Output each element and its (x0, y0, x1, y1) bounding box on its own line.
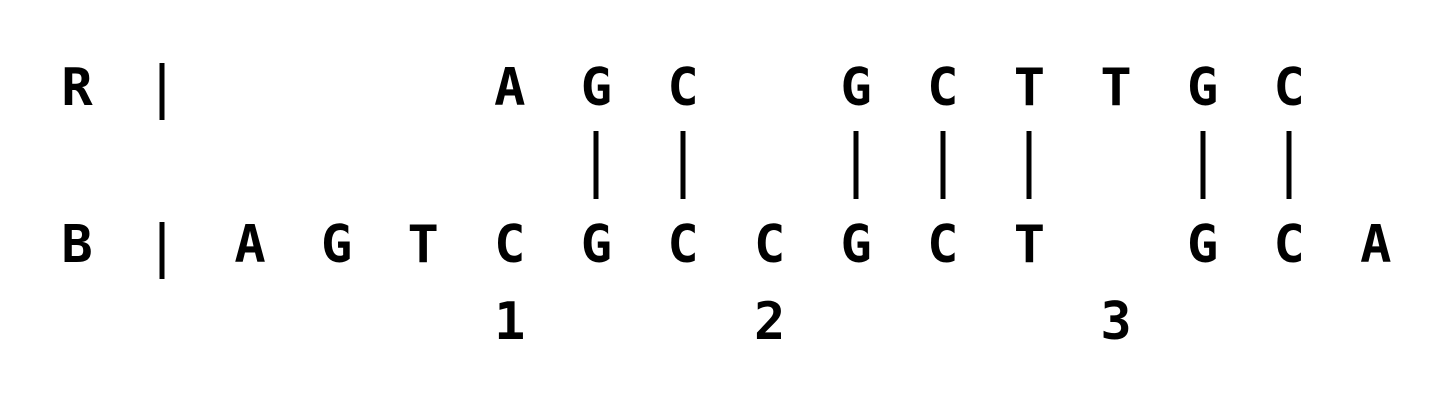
reference-base: C (753, 215, 786, 275)
match-bar (593, 131, 599, 199)
reference-base: G (1186, 215, 1219, 275)
reference-base: A (234, 215, 266, 275)
match-bar (1286, 131, 1292, 199)
read-base: G (840, 58, 872, 118)
reference-base: T (1013, 215, 1046, 275)
reference-base: G (840, 215, 872, 275)
read-base: C (1273, 58, 1305, 118)
reference-base: C (494, 215, 526, 275)
reference-base: C (927, 215, 959, 275)
read-base: G (1186, 58, 1219, 118)
match-bar (680, 131, 686, 199)
reference-row-separator (159, 222, 165, 279)
read-row-separator (159, 63, 165, 120)
read-base: G (580, 58, 613, 118)
reference-row-label: B (61, 215, 93, 275)
read-base: A (494, 58, 526, 118)
position-number: 1 (494, 292, 526, 352)
reference-base: T (407, 215, 439, 275)
match-bar (853, 131, 859, 199)
read-base: T (1013, 58, 1046, 118)
reference-base: C (1273, 215, 1305, 275)
reference-base: G (320, 215, 353, 275)
position-number: 2 (753, 292, 786, 352)
read-row-label: R (61, 58, 93, 118)
read-base: T (1100, 58, 1132, 118)
reference-base: C (667, 215, 699, 275)
read-base: C (927, 58, 959, 118)
reference-base: A (1360, 215, 1392, 275)
match-bar (1026, 131, 1032, 199)
match-bar (1200, 131, 1206, 199)
reference-base: G (580, 215, 613, 275)
match-bar (940, 131, 946, 199)
read-base: C (667, 58, 699, 118)
position-number: 3 (1100, 292, 1132, 352)
